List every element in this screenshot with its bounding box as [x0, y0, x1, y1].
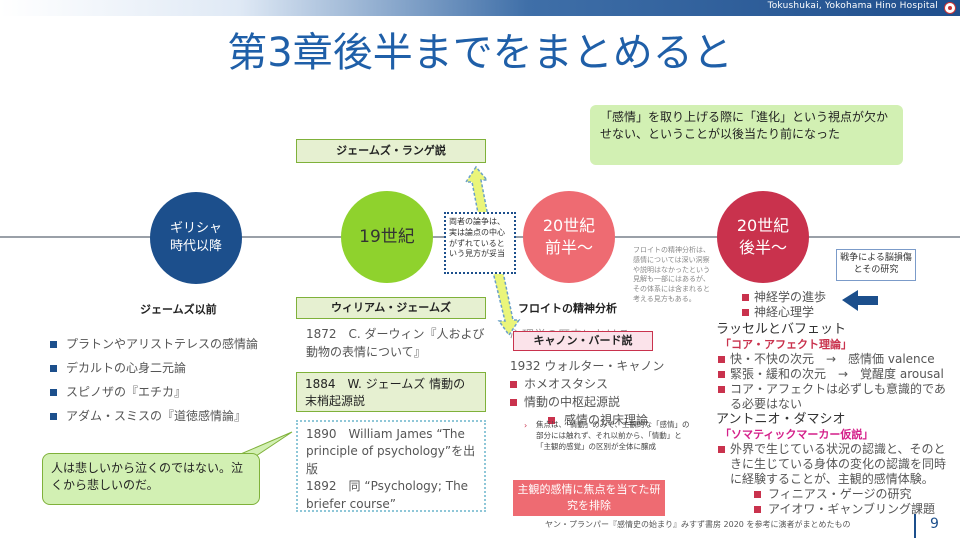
list-item: 外界で生じている状況の認識と、そのときに生じている身体の変化の認識を同時に経験す… [716, 442, 956, 487]
list-item: 快・不快の次元 → 感情価 valence [716, 352, 956, 367]
james-lange-box: ジェームズ・ランゲ説 [296, 139, 486, 163]
darwin-entry: 1872 C. ダーウィン『人および動物の表情について』 [306, 327, 485, 359]
header-bar: Tokushukai, Yokohama Hino Hospital [0, 0, 960, 16]
timeline-20th-early-label: 20世紀 前半〜 [542, 216, 596, 257]
subjective-exclusion-box: 主観的感情に焦点を当てた研究を排除 [513, 480, 665, 516]
james-theory-box: 1884 W. ジェームズ 情動の末梢起源説 [296, 372, 486, 412]
page-number: 9 [930, 516, 939, 532]
timeline-20th-late-label: 20世紀 後半〜 [736, 216, 790, 257]
chevron-right-icon: › [524, 421, 528, 430]
timeline-20th-early: 20世紀 前半〜 [523, 191, 615, 283]
psychology-books-box: 1890 William James “The principle of psy… [296, 420, 486, 512]
list-item: 情動の中枢起源説 [510, 393, 725, 411]
hospital-name: Tokushukai, Yokohama Hino Hospital [767, 1, 938, 11]
list-item: 神経学の進歩 [742, 290, 826, 305]
debate-note: 両者の論争は、実は論点の中心がずれているという見方が妥当 [444, 212, 516, 274]
list-subitem: フィニアス・ゲージの研究 [716, 487, 956, 502]
war-brain-injury-box: 戦争による脳損傷とその研究 [836, 249, 916, 281]
slide-title: 第3章後半までをまとめると [227, 30, 733, 76]
list-subitem: 感情の視床理論 [510, 411, 725, 429]
neuro-list: 神経学の進歩 神経心理学 [742, 290, 826, 320]
timeline-19th-century: 19世紀 [341, 191, 433, 283]
before-james-list: プラトンやアリストテレスの感情論 デカルトの心身二元論 スピノザの『エチカ』 ア… [50, 332, 290, 428]
left-arrow-icon [842, 290, 878, 311]
list-item: 緊張・緩和の次元 → 覚醒度 arousal [716, 367, 956, 382]
list-item: コア・アフェクトは必ずしも意識的である必要はない [716, 382, 956, 412]
cannon-year: 1932 ウォルター・キャノン [510, 359, 665, 373]
timeline-20th-late: 20世紀 後半〜 [717, 191, 809, 283]
cannon-focus-text: 焦点は、「情動」のみで、主観的な「感情」の部分には触れず、それ以前から、「情動」… [536, 420, 690, 451]
cannon-focus-note: › 焦点は、「情動」のみで、主観的な「感情」の部分には触れず、それ以前から、「情… [524, 420, 694, 453]
late-20th-list: ラッセルとバフェット 「コア・アフェクト理論」 快・不快の次元 → 感情価 va… [716, 322, 956, 517]
psychology-book-2: 1892 同 “Psychology; The briefer course” [306, 479, 469, 511]
list-item: プラトンやアリストテレスの感情論 [50, 332, 290, 356]
evolution-note: 「感情」を取り上げる際に「進化」という視点が欠かせない、ということが以後当たり前… [590, 105, 903, 165]
timeline-greece-label: ギリシャ 時代以降 [169, 221, 222, 254]
cannon-list: 1932 ウォルター・キャノン ホメオスタシス 情動の中枢起源説 感情の視床理論 [510, 357, 725, 429]
list-subitem: アイオワ・ギャンブリング課題 [716, 502, 956, 517]
russell-heading: ラッセルとバフェット [716, 322, 847, 337]
hospital-logo-icon [944, 2, 956, 14]
freud-note: フロイトの精神分析は、感情については深い洞察や説明はなかったという見解も一部には… [633, 246, 710, 303]
list-item: ホメオスタシス [510, 375, 725, 393]
timeline-19th-label: 19世紀 [359, 226, 415, 247]
freud-heading: フロイトの精神分析 [518, 302, 617, 315]
james-quote-bubble: 人は悲しいから泣くのではない。泣くから悲しいのだ。 [42, 453, 260, 505]
list-item: スピノザの『エチカ』 [50, 380, 290, 404]
timeline-greece: ギリシャ 時代以降 [150, 192, 242, 284]
somatic-marker-keyword: 「ソマティックマーカー仮説」 [720, 428, 874, 441]
cannon-bard-box: キャノン・バード説 [513, 331, 653, 351]
core-affect-keyword: 「コア・アフェクト理論」 [720, 338, 852, 351]
william-james-box: ウィリアム・ジェームズ [296, 297, 486, 319]
before-james-heading: ジェームズ以前 [140, 303, 217, 316]
list-item: アダム・スミスの『道徳感情論』 [50, 404, 290, 428]
page-number-divider [914, 514, 916, 538]
citation-footer: ヤン・プランパー『感情史の始まり』みすず書房 2020 を参考に演者がまとめたも… [545, 520, 851, 529]
damasio-heading: アントニオ・ダマシオ [716, 412, 846, 427]
list-item: 神経心理学 [742, 305, 826, 320]
psychology-book-1: 1890 William James “The principle of psy… [306, 427, 476, 476]
list-item: デカルトの心身二元論 [50, 356, 290, 380]
